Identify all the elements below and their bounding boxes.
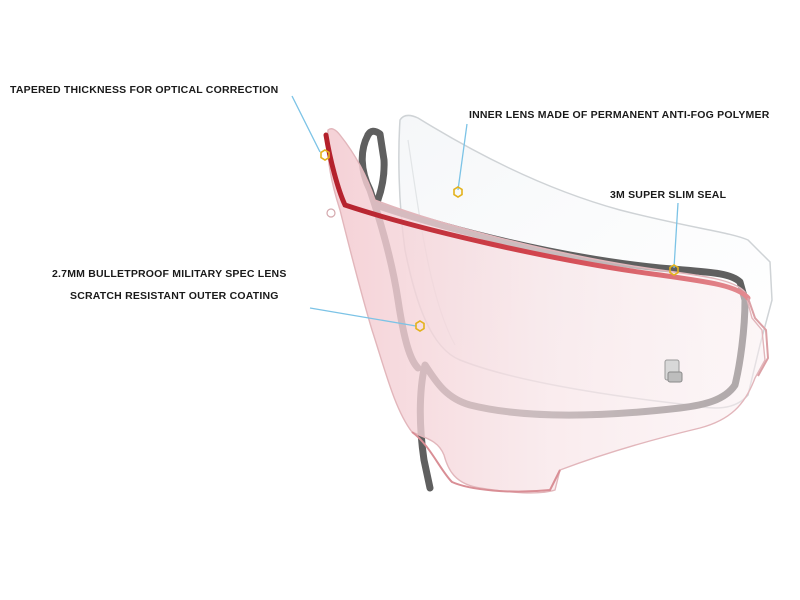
leader-line-inner-lens — [457, 123, 468, 191]
callout-markers — [320, 149, 679, 332]
leader-line-seal — [673, 202, 679, 269]
outer-lens — [323, 128, 770, 494]
outer-lens-shape — [326, 128, 766, 494]
marker-seal — [669, 264, 679, 276]
leader-lines — [291, 95, 679, 327]
callout-bulletproof-lens: 2.7MM BULLETPROOF MILITARY SPEC LENS — [52, 268, 287, 280]
marker-inner-lens — [453, 186, 463, 198]
marker-bulletproof — [415, 320, 425, 332]
outer-lens-right-tab — [747, 297, 770, 377]
lens-clip — [664, 359, 683, 383]
marker-tapered — [320, 149, 330, 161]
callout-inner-lens: INNER LENS MADE OF PERMANENT ANTI-FOG PO… — [469, 109, 770, 121]
outer-lens-bottom-edge — [411, 431, 561, 493]
callout-scratch-coating: SCRATCH RESISTANT OUTER COATING — [70, 290, 279, 302]
callout-slim-seal: 3M SUPER SLIM SEAL — [610, 189, 727, 201]
leader-line-bulletproof — [309, 307, 417, 327]
leader-line-tapered — [291, 95, 321, 153]
outer-lens-pin-hole — [326, 208, 336, 218]
callout-tapered-thickness: TAPERED THICKNESS FOR OPTICAL CORRECTION — [10, 84, 279, 96]
outer-lens-red-edge — [323, 132, 751, 301]
